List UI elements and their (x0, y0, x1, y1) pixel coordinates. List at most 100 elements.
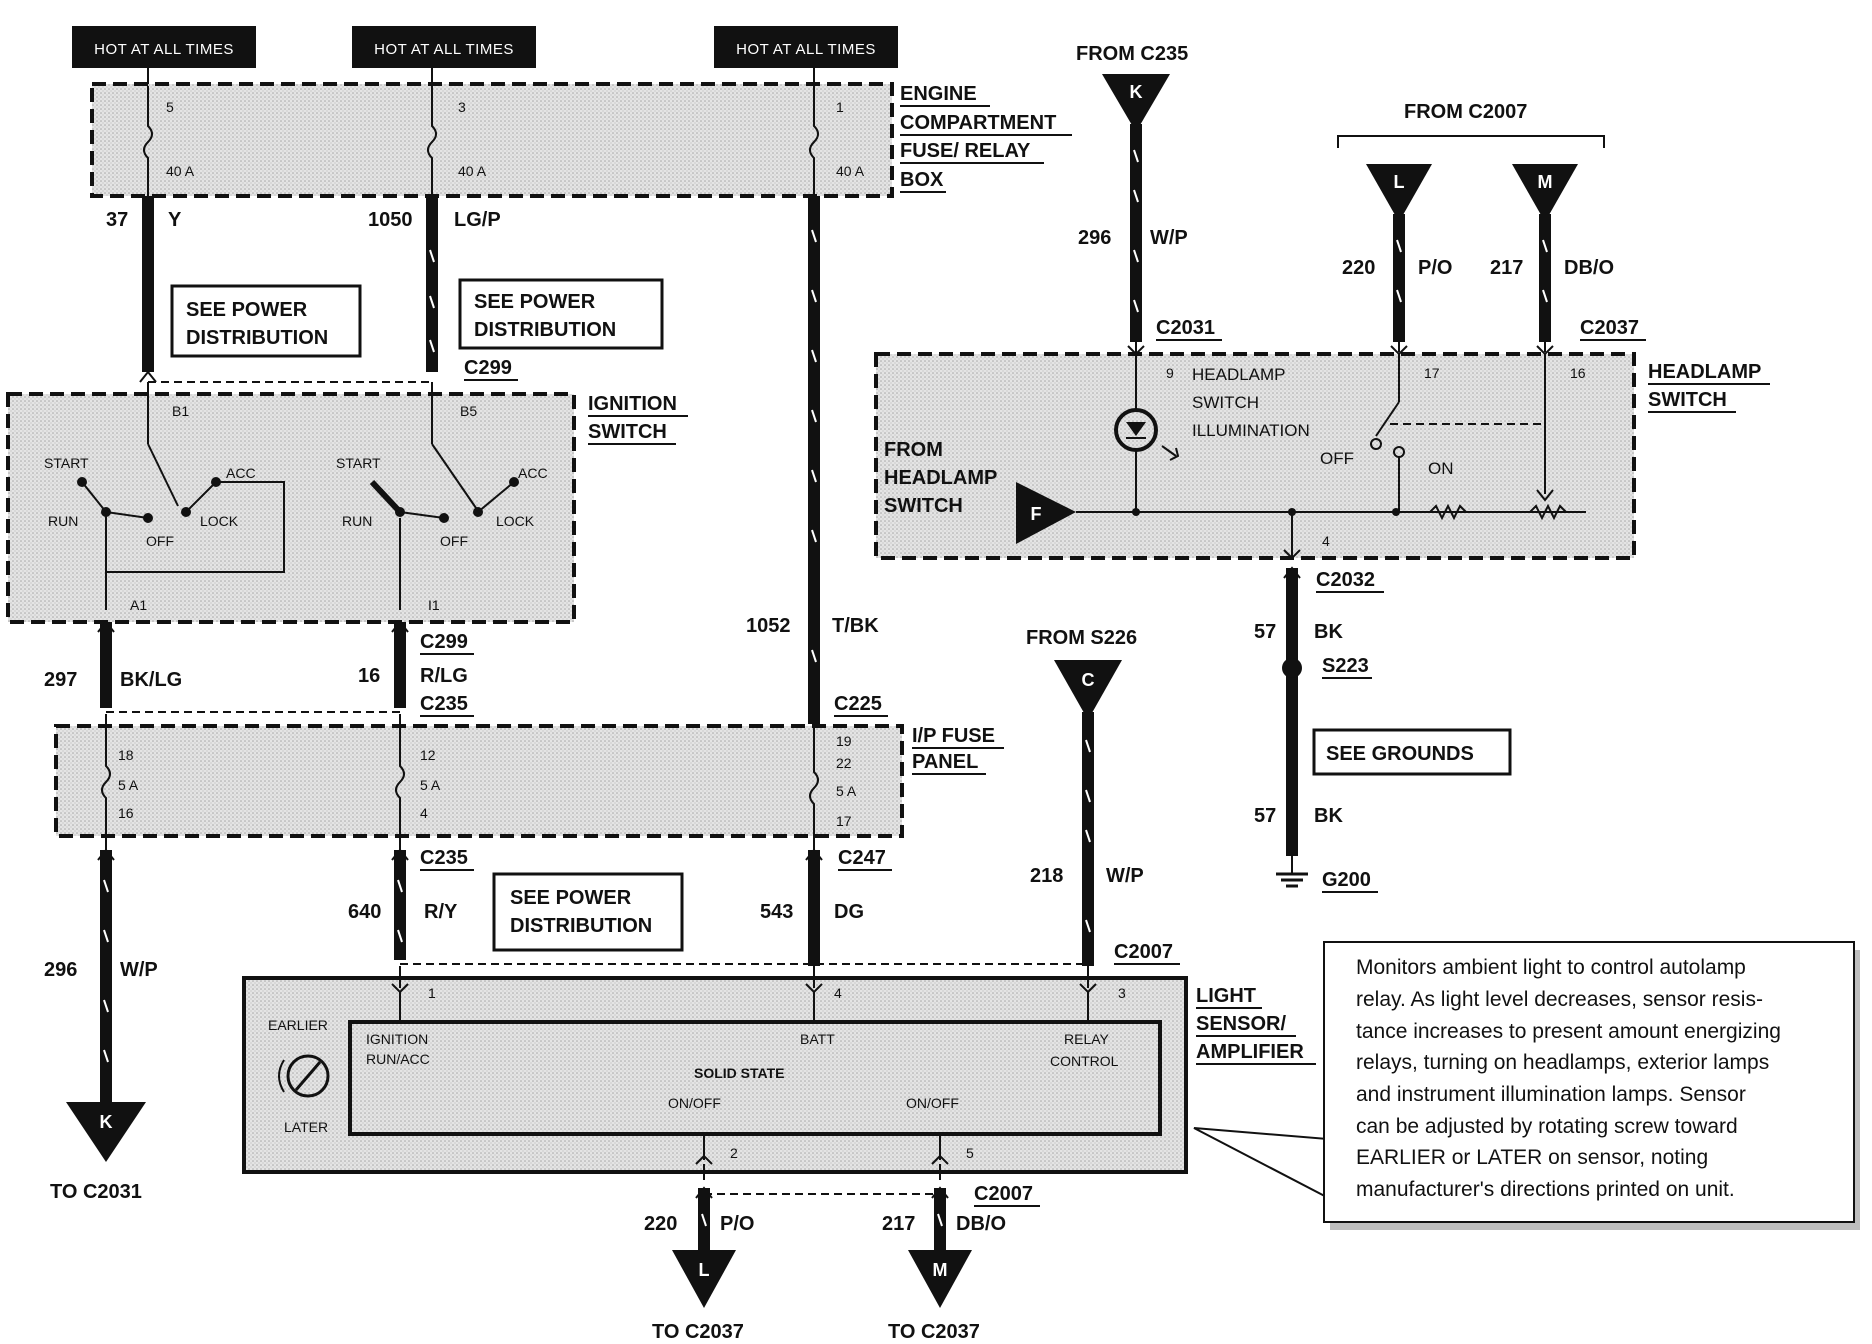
ignition-title: IGNITION SWITCH (588, 393, 688, 445)
note-pointer (1193, 1127, 1341, 1206)
svg-text:PANEL: PANEL (912, 751, 978, 773)
svg-text:RUN: RUN (342, 513, 372, 529)
svg-text:4: 4 (834, 985, 842, 1001)
svg-text:1052: 1052 (746, 615, 791, 637)
svg-text:I1: I1 (428, 597, 440, 613)
connector-c-in (1054, 660, 1122, 720)
headlamp-switch (874, 352, 1636, 560)
sensor-pins: 1 4 3 2 5 (391, 966, 1126, 1180)
svg-text:DISTRIBUTION: DISTRIBUTION (474, 319, 616, 341)
svg-text:C2031: C2031 (1156, 317, 1215, 339)
svg-text:220: 220 (644, 1213, 677, 1235)
svg-text:SWITCH: SWITCH (1192, 393, 1259, 412)
svg-text:TO C2037: TO C2037 (652, 1321, 744, 1343)
svg-text:DB/O: DB/O (956, 1213, 1006, 1235)
connector-k-out (66, 1102, 146, 1162)
headlamp-internals: 9 17 16 4 HEADLAMP SWITCH ILLUMINATION F… (884, 342, 1586, 560)
svg-text:T/BK: T/BK (832, 615, 879, 637)
ip-fuse-2: 12 5 A 4 (395, 714, 441, 850)
ground-g200-icon (1276, 856, 1308, 888)
svg-text:LOCK: LOCK (200, 513, 239, 529)
svg-text:C225: C225 (834, 693, 882, 715)
svg-text:tance increases to present amo: tance increases to present amount energi… (1356, 1020, 1781, 1043)
svg-text:220: 220 (1342, 257, 1375, 279)
svg-text:19: 19 (836, 733, 852, 749)
svg-text:relay. As light level decreas: relay. As light level decreases, sensor … (1356, 988, 1763, 1011)
svg-text:and instrument illumination la: and instrument illumination lamps. Senso… (1356, 1083, 1746, 1106)
svg-text:C235: C235 (420, 693, 468, 715)
svg-text:W/P: W/P (120, 959, 158, 981)
svg-text:37: 37 (106, 209, 128, 231)
svg-text:40 A: 40 A (458, 163, 487, 179)
svg-text:P/O: P/O (1418, 257, 1452, 279)
fuse-top-2: 3 40 A (427, 86, 487, 196)
ip-fuse-1: 18 5 A 16 (101, 714, 139, 850)
svg-text:SEE POWER: SEE POWER (510, 887, 632, 909)
ip-fuse-panel (54, 724, 904, 838)
svg-text:R/LG: R/LG (420, 665, 468, 687)
svg-text:R/Y: R/Y (424, 901, 458, 923)
svg-text:5: 5 (166, 99, 174, 115)
svg-text:P/O: P/O (720, 1213, 754, 1235)
svg-text:C2037: C2037 (1580, 317, 1639, 339)
svg-text:SOLID STATE: SOLID STATE (694, 1065, 784, 1081)
svg-text:2: 2 (730, 1145, 738, 1161)
svg-text:BATT: BATT (800, 1031, 835, 1047)
svg-text:5 A: 5 A (836, 783, 857, 799)
svg-text:RUN: RUN (48, 513, 78, 529)
svg-text:DISTRIBUTION: DISTRIBUTION (186, 327, 328, 349)
svg-text:IGNITION: IGNITION (366, 1031, 428, 1047)
svg-text:57: 57 (1254, 621, 1276, 643)
svg-text:HOT AT ALL TIMES: HOT AT ALL TIMES (374, 41, 514, 58)
svg-text:C247: C247 (838, 847, 886, 869)
engine-fuse-box (90, 82, 894, 198)
svg-text:LOCK: LOCK (496, 513, 535, 529)
svg-text:57: 57 (1254, 805, 1276, 827)
svg-text:16: 16 (118, 805, 134, 821)
svg-text:HEADLAMP: HEADLAMP (1648, 361, 1761, 383)
svg-text:ON: ON (1428, 459, 1454, 478)
see-power-box-1: SEE POWER DISTRIBUTION (170, 284, 362, 358)
svg-text:543: 543 (760, 901, 793, 923)
svg-text:18: 18 (118, 747, 134, 763)
svg-text:HEADLAMP: HEADLAMP (884, 467, 997, 489)
ip-fuse-3: 19 22 5 A 17 (809, 724, 857, 850)
svg-text:FROM: FROM (884, 439, 943, 461)
ip-fuse-title: I/P FUSE PANEL (912, 725, 1004, 775)
svg-text:K: K (1130, 82, 1143, 102)
headlamp-title: HEADLAMP SWITCH (1648, 361, 1770, 413)
connector-l-out (672, 1250, 736, 1308)
svg-text:297: 297 (44, 669, 77, 691)
svg-text:40 A: 40 A (836, 163, 865, 179)
adjust-screw-icon (286, 1054, 330, 1098)
svg-text:SWITCH: SWITCH (884, 495, 963, 517)
solid-state-module (348, 1020, 1162, 1136)
svg-text:DISTRIBUTION: DISTRIBUTION (510, 915, 652, 937)
svg-text:ILLUMINATION: ILLUMINATION (1192, 421, 1310, 440)
svg-text:OFF: OFF (440, 533, 468, 549)
svg-text:4: 4 (1322, 533, 1330, 549)
svg-text:BK: BK (1314, 805, 1343, 827)
svg-text:B5: B5 (460, 403, 477, 419)
hot-label-2: HOT AT ALL TIMES (352, 26, 536, 68)
svg-text:K: K (100, 1112, 113, 1132)
see-grounds-box: SEE GROUNDS (1312, 728, 1512, 776)
svg-text:C299: C299 (420, 631, 468, 653)
svg-text:Monitors ambient light to cont: Monitors ambient light to control autola… (1356, 956, 1746, 979)
svg-text:EARLIER or LATER on sensor, no: EARLIER or LATER on sensor, noting (1356, 1146, 1708, 1169)
connector-f-in (1016, 482, 1076, 544)
svg-text:A1: A1 (130, 597, 147, 613)
svg-text:COMPARTMENT: COMPARTMENT (900, 112, 1056, 134)
svg-text:C299: C299 (464, 357, 512, 379)
svg-text:START: START (336, 455, 381, 471)
connector-l-in (1366, 164, 1432, 222)
note-box: Monitors ambient light to control autola… (1323, 941, 1860, 1230)
svg-text:5 A: 5 A (118, 777, 139, 793)
svg-text:1: 1 (836, 99, 844, 115)
svg-text:22: 22 (836, 755, 852, 771)
svg-text:FROM C235: FROM C235 (1076, 43, 1188, 65)
svg-text:296: 296 (1078, 227, 1111, 249)
svg-text:1: 1 (428, 985, 436, 1001)
svg-text:B1: B1 (172, 403, 189, 419)
